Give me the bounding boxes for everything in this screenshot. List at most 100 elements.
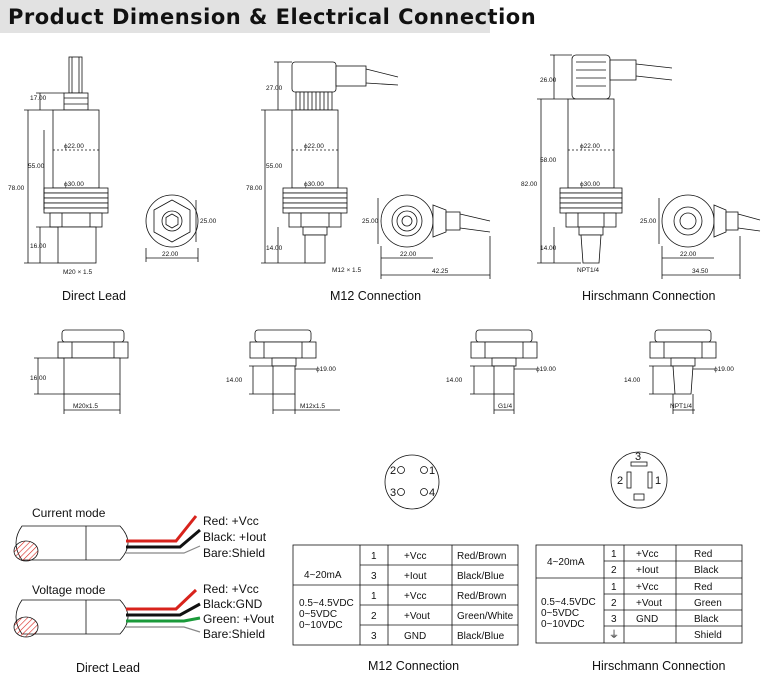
dim-14: 14.00 xyxy=(266,245,283,252)
dim-dia30-m12: ϕ30.00 xyxy=(304,181,324,188)
hirschmann-top-view xyxy=(658,194,761,279)
voltage-wire-bare: Bare:Shield xyxy=(203,627,265,641)
dim-m20: M20 × 1.5 xyxy=(63,269,92,276)
hirsch-r3-fn: +Vcc xyxy=(636,582,659,593)
page-title: Product Dimension & Electrical Connectio… xyxy=(8,5,537,29)
hirsch-g2-label-2: 0~10VDC xyxy=(541,619,585,630)
dim-55-m12: 55.00 xyxy=(266,163,283,170)
hirsch-r5-pin: 3 xyxy=(611,614,617,625)
dim-17: 17.00 xyxy=(30,95,47,102)
m12-r2-pin: 3 xyxy=(371,571,377,582)
hirsch-r3-pin: 1 xyxy=(611,582,617,593)
m12-r5-fn: GND xyxy=(404,631,426,642)
dim-82: 82.00 xyxy=(521,181,538,188)
hirsch-g2-label-1: 0~5VDC xyxy=(541,608,579,619)
m12-pin-diagram xyxy=(384,454,440,510)
dim-w22-h: 22.00 xyxy=(680,251,697,258)
dim-58: 58.00 xyxy=(540,157,557,164)
dim-55: 55.00 xyxy=(28,163,45,170)
hirsch-pin-1: 1 xyxy=(655,475,661,487)
dim-npt: NPT1/4 xyxy=(577,267,599,274)
m12-r1-color: Red/Brown xyxy=(457,551,506,562)
hirsch-r1-fn: +Vcc xyxy=(636,549,659,560)
voltage-wire-green: Green: +Vout xyxy=(203,612,275,626)
process-conn-m20 xyxy=(34,329,129,414)
hirsch-r5-color: Black xyxy=(694,614,719,625)
m12-r4-fn: +Vout xyxy=(404,611,430,622)
process-conn-g14 xyxy=(470,329,538,414)
m12-r1-fn: +Vcc xyxy=(404,551,427,562)
dim-m12: M12 × 1.5 xyxy=(332,267,361,274)
m12-r5-pin: 3 xyxy=(371,631,377,642)
m12-sensor xyxy=(261,61,399,264)
caption-hirschmann: Hirschmann Connection xyxy=(582,289,715,303)
dim-dia30-h: ϕ30.00 xyxy=(580,181,600,188)
hirsch-r2-fn: +Iout xyxy=(636,565,659,576)
m12-r2-color: Black/Blue xyxy=(457,571,505,582)
dim-w4225: 42.25 xyxy=(432,268,449,275)
hirschmann-pin-diagram xyxy=(610,451,668,509)
m12-r3-pin: 1 xyxy=(371,591,377,602)
dim-npt-b: NPT1/4 xyxy=(670,403,692,410)
m12-pin-1: 1 xyxy=(429,465,435,477)
dim-hex25-m12: 25.00 xyxy=(362,218,379,225)
process-conn-m12 xyxy=(249,329,340,414)
hirsch-g2-label-0: 0.5~4.5VDC xyxy=(541,597,596,608)
dim-14-h: 14.00 xyxy=(540,245,557,252)
hirsch-r1-pin: 1 xyxy=(611,549,617,560)
m12-g2-label-1: 0~5VDC xyxy=(299,609,337,620)
title-bar xyxy=(0,0,490,33)
current-wire-bare: Bare:Shield xyxy=(203,546,265,560)
voltage-mode-title: Voltage mode xyxy=(32,583,106,597)
m12-r4-pin: 2 xyxy=(371,611,377,622)
current-mode-wires xyxy=(126,515,201,554)
hirsch-r5-fn: GND xyxy=(636,614,658,625)
caption-direct-lead-bottom: Direct Lead xyxy=(76,661,140,675)
m12-r5-color: Black/Blue xyxy=(457,631,505,642)
dim-16-r2: 16.00 xyxy=(30,375,47,382)
dim-dia19-a: ϕ19.00 xyxy=(316,366,336,373)
dim-dia22-h: ϕ22.00 xyxy=(580,143,600,150)
m12-table xyxy=(292,544,519,646)
m12-r1-pin: 1 xyxy=(371,551,377,562)
dim-dia30: ϕ30.00 xyxy=(64,181,84,188)
voltage-wire-black: Black:GND xyxy=(203,597,263,611)
dim-78: 78.00 xyxy=(8,185,25,192)
m12-g2-label-0: 0.5~4.5VDC xyxy=(299,598,354,609)
caption-m12-bottom: M12 Connection xyxy=(368,659,459,673)
m12-r3-color: Red/Brown xyxy=(457,591,506,602)
dim-dia19-c: ϕ19.00 xyxy=(714,366,734,373)
current-wire-black: Black: +Iout xyxy=(203,530,267,544)
hirsch-pin-2: 2 xyxy=(617,475,623,487)
hirsch-g1-label: 4~20mA xyxy=(547,557,585,568)
m12-g1-label: 4~20mA xyxy=(304,570,342,581)
current-mode-cable xyxy=(13,525,129,562)
m12-r4-color: Green/White xyxy=(457,611,514,622)
dim-w22-m12: 22.00 xyxy=(400,251,417,258)
dim-m20b: M20x1.5 xyxy=(73,403,98,410)
dim-w22: 22.00 xyxy=(162,251,179,258)
dim-dia22-m12: ϕ22.00 xyxy=(304,143,324,150)
dim-dia22: ϕ22.00 xyxy=(64,143,84,150)
hirsch-pin-3: 3 xyxy=(635,451,641,463)
hirschmann-sensor xyxy=(537,54,673,264)
dim-16: 16.00 xyxy=(30,243,47,250)
hirsch-r4-fn: +Vout xyxy=(636,598,662,609)
hirsch-r2-color: Black xyxy=(694,565,719,576)
dim-26: 26.00 xyxy=(540,77,557,84)
dim-14-r2a: 14.00 xyxy=(226,377,243,384)
m12-r3-fn: +Vcc xyxy=(404,591,427,602)
voltage-wire-red: Red: +Vcc xyxy=(203,582,259,596)
m12-g2-label-2: 0~10VDC xyxy=(299,620,343,631)
dim-m12b: M12x1.5 xyxy=(300,403,325,410)
process-conn-npt xyxy=(649,329,717,414)
dim-78-m12: 78.00 xyxy=(246,185,263,192)
m12-top-view xyxy=(377,194,491,279)
dim-w3450: 34.50 xyxy=(692,268,709,275)
m12-pin-2: 2 xyxy=(390,465,396,477)
dim-14-r2c: 14.00 xyxy=(624,377,641,384)
hirsch-r4-pin: 2 xyxy=(611,598,617,609)
hirsch-r3-color: Red xyxy=(694,582,712,593)
m12-pin-3: 3 xyxy=(390,487,396,499)
